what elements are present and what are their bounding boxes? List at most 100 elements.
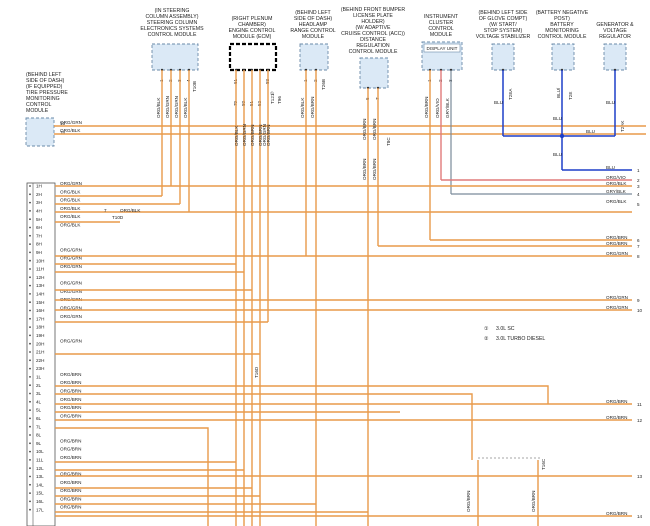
- gateway-pin-dot: [29, 201, 31, 204]
- gateway-pin-dot: [29, 243, 31, 246]
- gateway-pin-8L: 8L: [36, 433, 42, 438]
- terminal-wire-label: ORG/BRN: [606, 241, 627, 246]
- svg-text:T16C: T16C: [541, 458, 546, 470]
- svg-text:T2EA: T2EA: [508, 88, 513, 100]
- svg-text:ORG/BRN: ORG/BRN: [266, 125, 271, 146]
- svg-text:BLU: BLU: [606, 100, 615, 105]
- svg-text:ORG/VIO: ORG/VIO: [435, 98, 440, 118]
- terminal-number-11: 11: [637, 402, 642, 407]
- gateway-pin-dot: [29, 475, 31, 478]
- terminal-number-1: 1: [637, 168, 640, 173]
- gateway-wire-label: ORG/BLK: [60, 214, 81, 219]
- gateway-pin-dot: [29, 210, 31, 212]
- svg-text:CONTROL MODULE: CONTROL MODULE: [538, 34, 587, 40]
- gateway-wire-label: ORG/GRN: [60, 289, 82, 294]
- svg-text:MONITORING: MONITORING: [545, 28, 579, 34]
- legend-text-1: 3.0L SC: [496, 326, 515, 332]
- gateway-pin-12L: 12L: [36, 466, 44, 471]
- svg-text:REGULATOR: REGULATOR: [599, 34, 631, 40]
- svg-text:OF GLOVE COMPT): OF GLOVE COMPT): [479, 16, 528, 22]
- svg-text:VOLTAGE STABILIZER: VOLTAGE STABILIZER: [476, 34, 531, 40]
- gateway-pin-dot: [29, 218, 31, 221]
- svg-text:MODULE: MODULE: [302, 34, 325, 40]
- gateway-pin-18H: 18H: [36, 325, 44, 330]
- terminal-number-5: 5: [637, 202, 640, 207]
- gateway-pin-17L: 17L: [36, 507, 44, 512]
- gateway-pin-dot: [29, 434, 31, 436]
- gateway-pin-5L: 5L: [36, 408, 42, 413]
- svg-text:T10D: T10D: [112, 215, 124, 220]
- terminal-number-3: 3: [637, 184, 640, 189]
- terminal-wire-label: BLU: [606, 165, 615, 170]
- gateway-wire-label: ORG/BRN: [60, 397, 81, 402]
- svg-text:LICENSE PLATE: LICENSE PLATE: [353, 13, 393, 19]
- svg-text:INSTRUMENT: INSTRUMENT: [424, 14, 459, 20]
- gateway-pin-9L: 9L: [36, 441, 42, 446]
- svg-text:ORG/GRN: ORG/GRN: [174, 96, 179, 118]
- svg-text:CONTROL MODULE: CONTROL MODULE: [349, 49, 398, 55]
- gateway-pin-dot: [29, 467, 31, 470]
- gateway-wire-label: ORG/BRN: [60, 488, 81, 493]
- gateway-pin-14H: 14H: [36, 292, 44, 297]
- terminal-wire-label: ORG/GRN: [606, 305, 628, 310]
- gateway-pin-dot: [29, 500, 31, 503]
- ipc-display-unit-box: [423, 43, 461, 53]
- svg-text:GENERATOR &: GENERATOR &: [596, 22, 634, 28]
- gateway-pin-16H: 16H: [36, 308, 44, 313]
- terminal-wire-label: ORG/BRN: [606, 415, 627, 420]
- terminal-wire-label: ORG/BLK: [606, 181, 627, 186]
- svg-text:BLU: BLU: [586, 129, 595, 134]
- gateway-pin-15H: 15H: [36, 300, 44, 305]
- svg-text:HEADLAMP: HEADLAMP: [299, 22, 328, 28]
- gateway-pin-dot: [29, 508, 31, 511]
- gateway-pin-dot: [29, 268, 31, 270]
- gateway-pin-4H: 4H: [36, 209, 42, 214]
- svg-text:CHAMBER): CHAMBER): [238, 22, 266, 28]
- legend-text-2: 3.0L TURBO DIESEL: [496, 336, 545, 342]
- gateway-pin-dot: [29, 342, 31, 345]
- gateway-pin-16L: 16L: [36, 499, 44, 504]
- svg-text:7: 7: [104, 208, 107, 213]
- svg-text:ENGINE CONTROL: ENGINE CONTROL: [229, 28, 276, 34]
- svg-text:ORG/BRN: ORG/BRN: [258, 125, 263, 146]
- svg-text:RANGE CONTROL: RANGE CONTROL: [290, 28, 335, 34]
- hlr-module-box: [299, 43, 329, 71]
- gateway-pin-10H: 10H: [36, 258, 44, 263]
- svg-text:(BEHIND FRONT BUMPER: (BEHIND FRONT BUMPER: [341, 7, 405, 13]
- gateway-wire-label: ORG/GRN: [60, 281, 82, 286]
- gateway-pin-1H: 1H: [36, 184, 42, 189]
- gateway-pin-11L: 11L: [36, 458, 44, 463]
- svg-text:BLU: BLU: [553, 116, 562, 121]
- svg-text:T26B: T26B: [321, 79, 326, 90]
- gateway-pin-list: 1HORG/GRN2HORG/BLK3HORG/BLK4HORG/BLK5HOR…: [29, 181, 82, 512]
- terminal-wire-label: ORG/BRN: [606, 399, 627, 404]
- svg-text:(IN STEERING: (IN STEERING: [155, 8, 190, 14]
- svg-text:TIRE PRESSURE: TIRE PRESSURE: [26, 90, 68, 96]
- svg-text:ORG/BRN: ORG/BRN: [466, 491, 471, 512]
- wire-harness: [54, 70, 646, 526]
- gateway-pin-7L: 7L: [36, 424, 42, 429]
- svg-text:ORG/BLK: ORG/BLK: [156, 97, 161, 118]
- gateway-pin-15L: 15L: [36, 491, 44, 496]
- gateway-pin-5H: 5H: [36, 217, 42, 222]
- gateway-connector-strip: [26, 182, 56, 526]
- gateway-pin-12H: 12H: [36, 275, 44, 280]
- svg-text:15: 15: [60, 121, 66, 126]
- gateway-wire-label: ORG/BRN: [60, 505, 81, 510]
- gateway-pin-dot: [29, 392, 31, 395]
- bms-title: (BATTERY NEGATIVE POST) BATTERY MONITORI…: [536, 10, 589, 40]
- gateway-pin-dot: [29, 185, 31, 187]
- gateway-pin-17H: 17H: [36, 316, 44, 321]
- svg-text:HOLDER): HOLDER): [361, 19, 385, 25]
- svg-text:ORG/GRN: ORG/GRN: [242, 124, 247, 146]
- gateway-pin-dot: [29, 193, 31, 196]
- svg-text:STOP SYSTEM): STOP SYSTEM): [484, 28, 523, 34]
- terminal-number-13: 13: [637, 474, 643, 479]
- gateway-wire-label: ORG/GRN: [60, 247, 82, 252]
- terminal-number-2: 2: [637, 178, 640, 183]
- svg-text:T8C: T8C: [386, 137, 391, 146]
- wire-color-labels: ORG/GRN ORG/BLK ORG/BLK ORG/GRN ORG/GRN …: [60, 87, 615, 512]
- svg-text:SIDE OF DASH): SIDE OF DASH): [294, 16, 333, 22]
- svg-text:BLU/: BLU/: [556, 87, 561, 98]
- svg-text:T121: T121: [270, 93, 275, 104]
